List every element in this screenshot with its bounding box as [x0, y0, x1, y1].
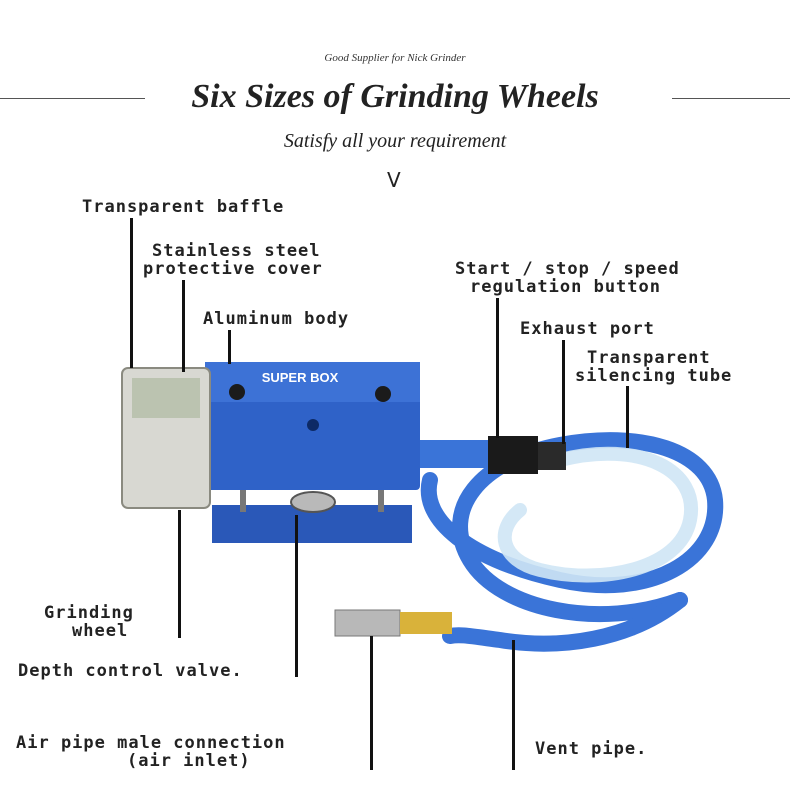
page-subtitle: Satisfy all your requirement	[283, 130, 507, 152]
brass-fitting	[400, 612, 452, 634]
label-vent-pipe: Vent pipe.	[535, 739, 648, 759]
air-inlet-fitting	[334, 609, 401, 637]
label-stainless-cover-1: Stainless steel	[152, 241, 321, 261]
leg-right	[378, 490, 384, 512]
label-start-stop-2: regulation button	[470, 277, 661, 297]
title-rule-right	[672, 98, 790, 99]
silencing-tube	[497, 446, 699, 583]
leader-silencing	[626, 386, 629, 448]
page-title: Six Sizes of Grinding Wheels	[191, 78, 599, 115]
leader-aluminum-body	[228, 330, 231, 364]
leader-air-pipe	[370, 636, 373, 770]
title-rule-left	[0, 98, 145, 99]
button-left	[229, 384, 245, 400]
leader-grinding	[178, 510, 181, 638]
label-grinding-2: wheel	[72, 621, 129, 641]
button-right	[375, 386, 391, 402]
brand-text: SUPER BOX	[262, 370, 339, 385]
transparent-baffle-window	[132, 378, 200, 418]
label-transparent-baffle: Transparent baffle	[82, 197, 285, 217]
body-port	[307, 419, 319, 431]
leader-transparent-baffle	[130, 218, 133, 368]
label-grinding-1: Grinding	[44, 603, 134, 623]
label-start-stop-1: Start / stop / speed	[455, 259, 680, 279]
speed-button-knurl	[488, 436, 538, 474]
leader-start-stop	[496, 298, 499, 438]
label-silencing-1: Transparent	[587, 348, 711, 368]
label-air-pipe-1: Air pipe male connection	[16, 733, 286, 753]
label-stainless-cover-2: protective cover	[143, 259, 323, 279]
top-tagline: Good Supplier for Nick Grinder	[324, 52, 466, 64]
chevron-down-icon: V	[387, 168, 401, 192]
label-depth-valve: Depth control valve.	[18, 661, 243, 681]
leader-depth-valve	[295, 515, 298, 677]
leg-left	[240, 490, 246, 512]
leader-stainless-cover	[182, 280, 185, 372]
label-air-pipe-2: (air inlet)	[127, 751, 251, 771]
label-exhaust-port: Exhaust port	[520, 319, 655, 339]
leader-vent-pipe	[512, 640, 515, 770]
exhaust-port-fitting	[538, 442, 566, 470]
grinding-wheel-shape	[290, 491, 336, 513]
label-aluminum-body: Aluminum body	[203, 309, 350, 329]
leader-exhaust-port	[562, 340, 565, 444]
side-pipe	[420, 440, 490, 468]
label-silencing-2: silencing tube	[575, 366, 733, 386]
